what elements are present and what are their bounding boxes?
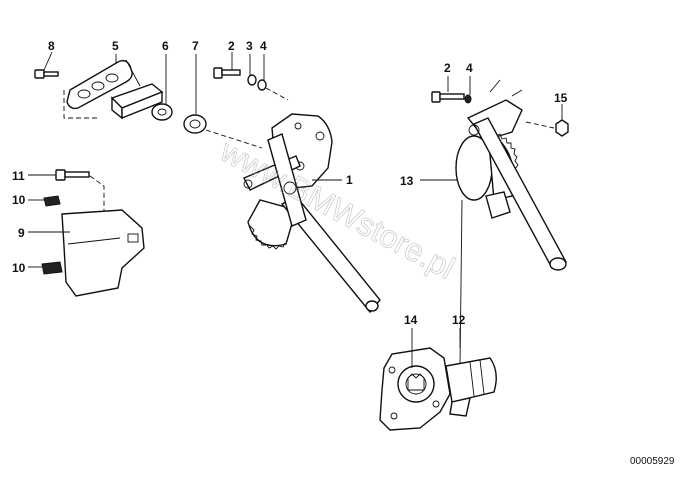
- callout-14: 14: [404, 313, 418, 327]
- part-15-nut: [525, 104, 569, 137]
- callout-10-top: 10: [12, 193, 26, 207]
- callout-4-right: 4: [466, 61, 473, 75]
- part-2-screw-right: [431, 76, 465, 103]
- callout-15: 15: [554, 91, 568, 105]
- callout-1: 1: [346, 173, 353, 187]
- part-3-washer: [247, 54, 257, 86]
- part-2-screw-top: [213, 52, 241, 79]
- part-6-washer: [151, 54, 173, 121]
- callout-9: 9: [18, 226, 25, 240]
- part-9-cover: [28, 209, 145, 297]
- callout-4-top: 4: [260, 39, 267, 53]
- callout-10-bottom: 10: [12, 261, 26, 275]
- part-10-clip-top: [28, 195, 61, 207]
- callout-6: 6: [162, 39, 169, 53]
- part-13-window-regulator: [420, 79, 567, 271]
- part-4-washer-right: [464, 76, 472, 104]
- part-5-bushing: [110, 59, 164, 120]
- part-11-screw: [28, 169, 105, 212]
- callout-2-right: 2: [444, 61, 451, 75]
- callout-11: 11: [12, 169, 25, 183]
- part-14-motor-gearbox: [379, 328, 497, 431]
- callout-13: 13: [400, 174, 414, 188]
- callout-3: 3: [246, 39, 253, 53]
- part-1-window-regulator: [243, 113, 381, 314]
- part-4-nut: [257, 54, 267, 91]
- callout-12: 12: [452, 313, 466, 327]
- callout-8: 8: [48, 39, 55, 53]
- part-7-bushing: [183, 54, 207, 134]
- part-5-seal: [66, 54, 133, 110]
- callout-7: 7: [192, 39, 199, 53]
- part-10-clip-bottom: [28, 261, 63, 275]
- callout-2-top: 2: [228, 39, 235, 53]
- part-8-screw: [34, 51, 59, 79]
- callout-5: 5: [112, 39, 119, 53]
- diagram-reference-number: 00005929: [630, 456, 675, 467]
